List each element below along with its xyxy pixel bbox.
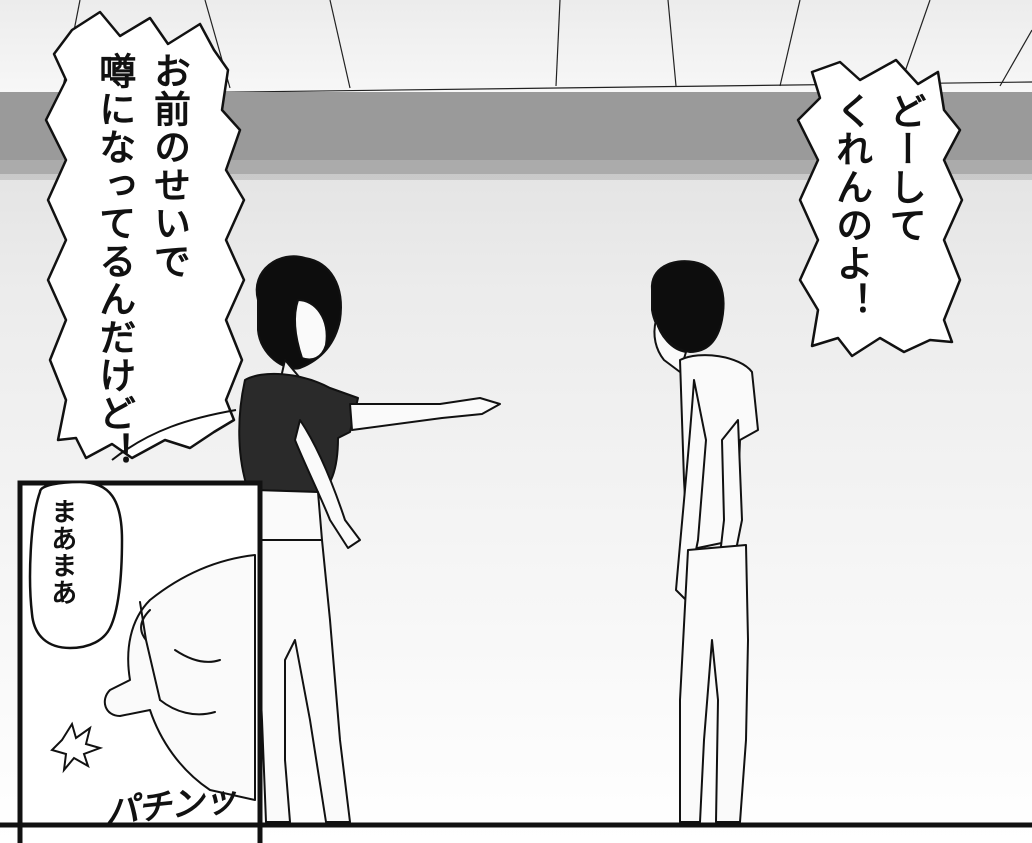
woman-figure: [238, 255, 501, 823]
left-speech-text: お前のせいで 噂になってるんだけど！: [92, 52, 191, 470]
snap-spark-icon: [50, 721, 104, 774]
snapping-hand: [103, 554, 256, 801]
speech-bubble-left: [44, 10, 246, 460]
speech-bubble-inset: [28, 480, 124, 650]
right-speech-text: どーして くれんのよ！: [829, 92, 927, 320]
inset-speech-text: まあまあ: [46, 498, 77, 606]
speech-bubble-right: [796, 58, 964, 358]
man-figure: [650, 260, 759, 823]
